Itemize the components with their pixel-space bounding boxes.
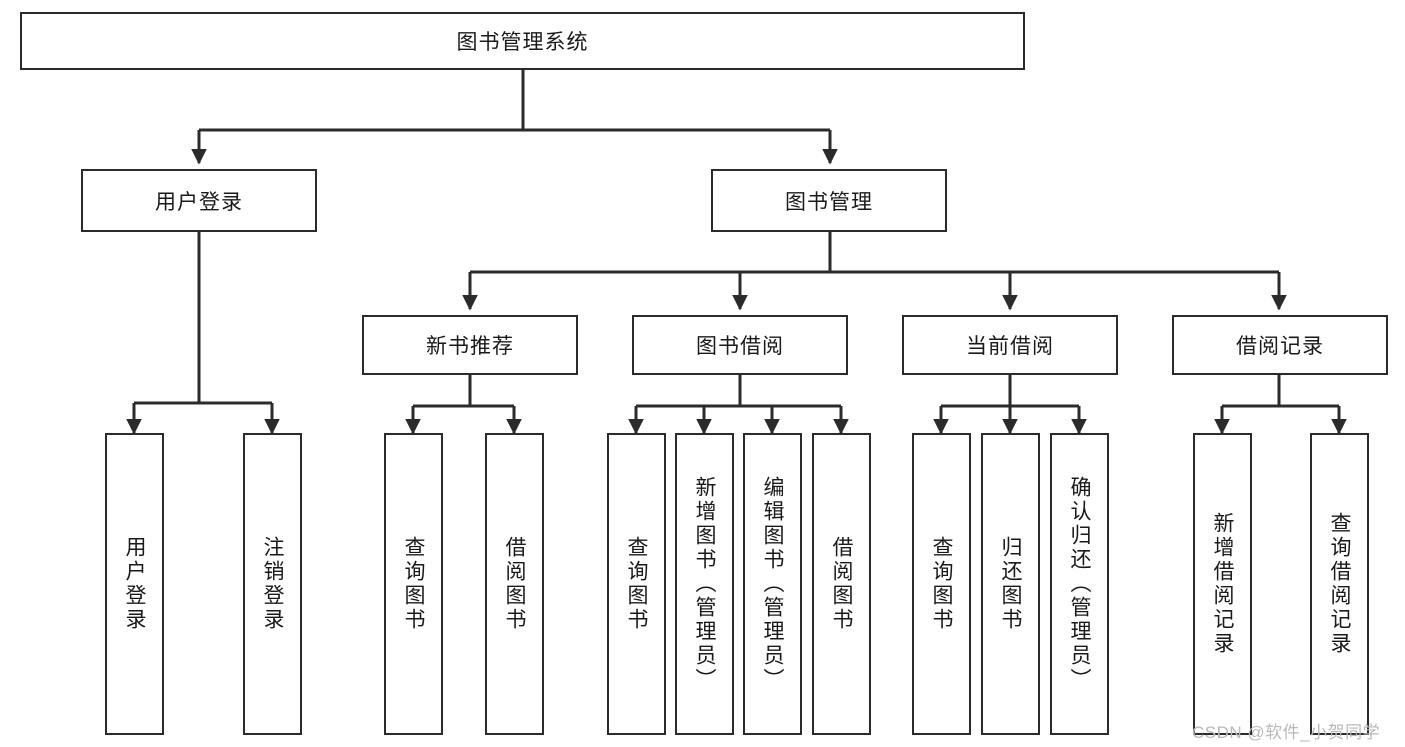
node-book-management[interactable]: 图书管理 — [711, 169, 947, 232]
node-borrow-record[interactable]: 借阅记录 — [1172, 315, 1388, 375]
node-label: 图书借阅 — [696, 335, 784, 358]
node-label: 借阅记录 — [1236, 335, 1324, 358]
leaf-borrow-add-book-admin[interactable]: 新增图书（管理员） — [675, 433, 734, 735]
node-book-borrow[interactable]: 图书借阅 — [632, 315, 848, 375]
node-label: 注销登录 — [261, 536, 284, 632]
leaf-current-query-book[interactable]: 查询图书 — [912, 433, 971, 735]
leaf-user-login-login[interactable]: 用户登录 — [105, 433, 164, 735]
node-user-login[interactable]: 用户登录 — [81, 169, 317, 232]
leaf-user-login-logout[interactable]: 注销登录 — [243, 433, 302, 735]
leaf-borrow-borrow-book[interactable]: 借阅图书 — [812, 433, 871, 735]
node-label: 查询图书 — [402, 536, 425, 632]
node-label: 用户登录 — [155, 190, 243, 214]
leaf-current-confirm-return-admin[interactable]: 确认归还（管理员） — [1050, 433, 1109, 735]
node-label: 编辑图书（管理员） — [761, 476, 784, 692]
node-label: 查询借阅记录 — [1328, 512, 1351, 656]
node-label: 图书管理系统 — [456, 31, 589, 54]
leaf-record-query-record[interactable]: 查询借阅记录 — [1310, 433, 1369, 735]
node-label: 借阅图书 — [830, 536, 853, 632]
node-label: 查询图书 — [930, 536, 953, 632]
leaf-record-add-record[interactable]: 新增借阅记录 — [1193, 433, 1252, 735]
node-label: 图书管理 — [785, 190, 873, 214]
leaf-recommend-borrow-book[interactable]: 借阅图书 — [485, 433, 544, 735]
node-label: 当前借阅 — [966, 335, 1054, 358]
node-label: 新增借阅记录 — [1211, 512, 1234, 656]
leaf-current-return-book[interactable]: 归还图书 — [981, 433, 1040, 735]
node-root-system[interactable]: 图书管理系统 — [20, 12, 1025, 70]
node-label: 用户登录 — [123, 536, 146, 632]
node-new-book-recommend[interactable]: 新书推荐 — [362, 315, 578, 375]
node-current-borrow[interactable]: 当前借阅 — [902, 315, 1118, 375]
node-label: 新书推荐 — [426, 335, 514, 358]
leaf-borrow-query-book[interactable]: 查询图书 — [607, 433, 666, 735]
node-label: 查询图书 — [625, 536, 648, 632]
node-label: 新增图书（管理员） — [693, 476, 716, 692]
leaf-recommend-query-book[interactable]: 查询图书 — [384, 433, 443, 735]
node-label: 借阅图书 — [503, 536, 526, 632]
node-label: 归还图书 — [999, 536, 1022, 632]
csdn-watermark: CSDN @软件_小贺同学 — [1192, 723, 1381, 742]
leaf-borrow-edit-book-admin[interactable]: 编辑图书（管理员） — [743, 433, 802, 735]
node-label: 确认归还（管理员） — [1068, 476, 1091, 692]
